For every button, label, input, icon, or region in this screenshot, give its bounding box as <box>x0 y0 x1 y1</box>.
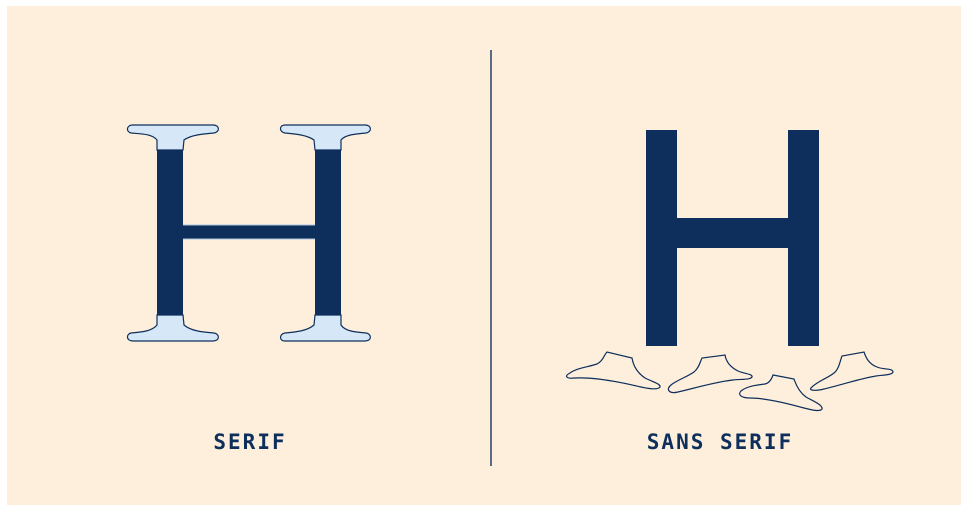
removed-serif-3 <box>740 375 822 411</box>
serif-top-left <box>127 125 218 150</box>
serif-bottom-left <box>127 315 218 341</box>
serif-right-stem <box>315 150 341 315</box>
removed-serifs <box>567 352 893 411</box>
sans-crossbar <box>677 218 788 248</box>
serif-label: SERIF <box>150 427 350 457</box>
removed-serif-4 <box>811 352 893 390</box>
serif-left-stem <box>157 150 183 315</box>
serif-letter-h <box>127 125 370 341</box>
sans-right-stem <box>788 130 819 346</box>
serif-crossbar <box>183 225 315 239</box>
sans-serif-letter-h <box>646 130 819 346</box>
sans-serif-label: SANS SERIF <box>620 427 820 457</box>
removed-serif-1 <box>567 352 661 389</box>
serif-bottom-right <box>281 315 371 341</box>
serif-top-right <box>281 125 371 150</box>
removed-serif-2 <box>668 355 752 393</box>
sans-left-stem <box>646 130 677 346</box>
